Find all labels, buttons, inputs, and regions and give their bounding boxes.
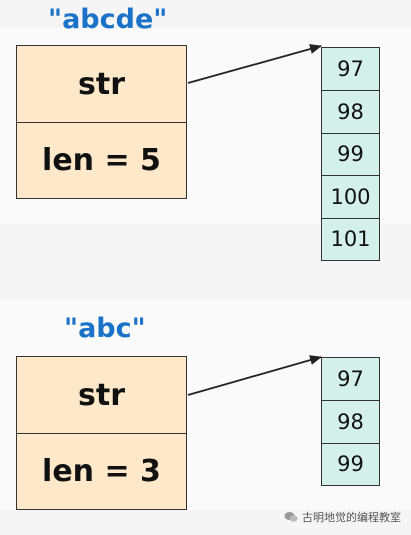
bottom-len-field: len = 3	[17, 433, 186, 509]
watermark: 古明地觉的编程教室	[284, 509, 401, 525]
array-cell: 97	[337, 57, 364, 82]
bottom-str-field: str	[78, 377, 125, 413]
array-cell: 97	[337, 367, 364, 392]
top-string-title: "abcde"	[48, 4, 168, 35]
array-cell: 99	[322, 442, 379, 485]
top-struct-box: str len = 5	[16, 45, 187, 199]
array-cell: 100	[322, 175, 379, 217]
array-cell: 101	[322, 217, 379, 260]
wechat-icon	[284, 512, 298, 522]
top-char-array: 97 98 99 100 101	[321, 47, 380, 261]
bottom-struct-box: str len = 3	[16, 356, 187, 510]
array-cell: 98	[322, 400, 379, 442]
bottom-char-array: 97 98 99	[321, 357, 380, 487]
array-cell: 98	[322, 90, 379, 132]
top-len-field: len = 5	[17, 122, 186, 198]
top-pointer-arrow	[187, 44, 322, 84]
top-str-field: str	[78, 66, 125, 102]
watermark-text: 古明地觉的编程教室	[302, 511, 401, 524]
bottom-string-title: "abc"	[64, 313, 146, 344]
bottom-pointer-arrow	[187, 355, 322, 396]
array-cell: 99	[322, 132, 379, 175]
